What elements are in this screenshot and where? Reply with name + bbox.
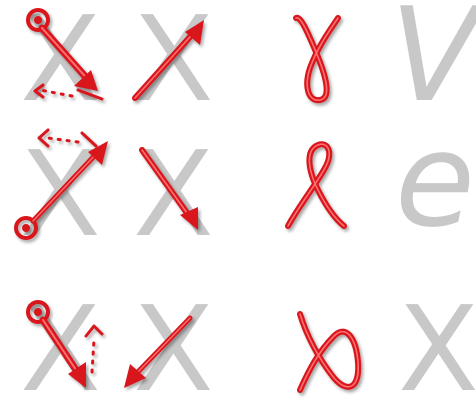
start-dot-icon [34,16,42,24]
start-dot-icon [22,224,30,232]
glyph-x-r1c1: X [20,0,101,128]
gesture-stroke-highlight [300,314,358,390]
gesture-r1c3 [296,18,338,100]
gesture-stroke [296,18,338,100]
gesture-r3c3 [300,314,358,390]
glyph-x-r3c4: X [398,280,476,410]
glyph-x-r3c2: X [133,280,214,410]
glyph-x-r1c2: X [133,0,214,128]
gesture-r2c3 [288,144,344,226]
start-dot-icon [34,308,42,316]
glyph-e-r2c4: e [395,104,475,256]
gesture-stroke [300,314,358,390]
